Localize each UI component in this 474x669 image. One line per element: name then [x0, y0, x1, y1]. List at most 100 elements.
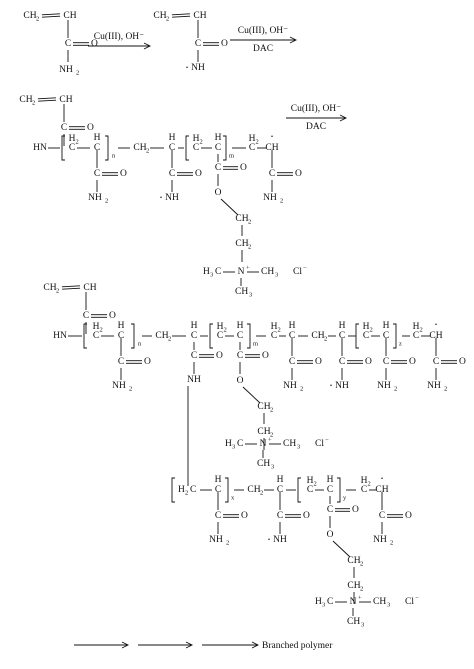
atom-label-123: O: [295, 169, 302, 179]
atom-label-209: Cl: [315, 439, 324, 449]
bond-line-131: [62, 287, 81, 290]
subscript-292: 2: [260, 489, 263, 496]
arrow-head-358: [121, 641, 130, 649]
atom-label-207: CH: [257, 459, 270, 469]
atom-label-143: H: [93, 322, 100, 332]
subscript-228: 2: [324, 335, 327, 342]
atom-label-247: H: [383, 321, 390, 331]
repeat-bracket-142: [83, 323, 87, 349]
atom-label-338: CH: [347, 617, 360, 627]
atom-label-145: C: [93, 331, 99, 341]
atom-label-34: CH: [59, 95, 72, 105]
atom-label-11: NH: [59, 65, 73, 75]
atom-label-41: HN: [33, 143, 47, 153]
atom-label-4: CH: [63, 11, 76, 21]
subscript-257: 2: [394, 385, 397, 392]
atom-label-340: Cl: [405, 597, 414, 607]
subscript-192: 2: [270, 406, 273, 413]
atom-label-92: CH: [235, 214, 248, 224]
atom-label-302: •: [268, 536, 270, 543]
repeat-bracket-181: [247, 323, 251, 349]
atom-label-303: NH: [273, 535, 287, 545]
atom-label-271: NH: [427, 381, 441, 391]
atom-label-216: C: [289, 331, 295, 341]
atom-label-335: CH: [373, 597, 386, 607]
atom-label-117: CH: [265, 143, 278, 153]
atom-label-30: CH: [19, 95, 32, 105]
atom-label-53: C: [94, 169, 100, 179]
product-label: Branched polymer: [262, 641, 333, 651]
bond-line-2: [42, 15, 61, 18]
atom-label-242: H: [363, 322, 370, 332]
atom-label-157: NH: [112, 381, 126, 391]
atom-label-294: C: [277, 485, 283, 495]
atom-label-152: C: [118, 357, 124, 367]
atom-label-283: C: [215, 511, 221, 521]
atom-label-135: C: [83, 311, 89, 321]
atom-label-320: O: [327, 530, 334, 540]
atom-label-266: C: [433, 357, 439, 367]
atom-label-64: C: [169, 143, 175, 153]
atom-label-269: O: [459, 357, 466, 367]
atom-label-19: CH: [193, 11, 206, 21]
atom-label-222: O: [315, 357, 322, 367]
subscript-323: 2: [360, 560, 363, 567]
subscript-45: 2: [76, 138, 79, 145]
subscript-307: 2: [314, 480, 317, 487]
subscript-339: 3: [361, 621, 364, 628]
subscript-260: 2: [420, 326, 423, 333]
atom-label-184: C: [237, 351, 243, 361]
atom-label-98: N: [238, 267, 245, 277]
atom-label-187: O: [262, 351, 269, 361]
bond-line-132: [61, 285, 80, 288]
superscript-210: −: [325, 436, 329, 443]
atom-label-230: C: [339, 331, 345, 341]
bond-line-32: [38, 99, 57, 102]
atom-label-239: NH: [335, 381, 349, 391]
subscript-106: 3: [275, 271, 278, 278]
subscript-31: 2: [32, 99, 35, 106]
atom-label-286: O: [241, 511, 248, 521]
reagent-label-monomer: DAC: [306, 122, 326, 132]
atom-label-217: H: [289, 321, 296, 331]
subscript-77: 2: [200, 138, 203, 145]
atom-label-348: •: [381, 475, 383, 482]
subscript-326: 2: [360, 585, 363, 592]
atom-label-246: C: [383, 331, 389, 341]
subscript-331: 3: [322, 601, 325, 608]
atom-label-300: O: [303, 511, 310, 521]
subscript-356: 2: [390, 539, 393, 546]
subscript-289: 2: [226, 539, 229, 546]
atom-label-113: H: [249, 134, 256, 144]
atom-label-140: HN: [53, 331, 67, 341]
atom-label-249: z: [399, 340, 402, 347]
atom-label-129: CH: [43, 283, 56, 293]
atom-label-353: O: [405, 511, 412, 521]
atom-label-315: C: [327, 505, 333, 515]
atom-label-308: C: [307, 485, 313, 495]
atom-label-164: H: [191, 321, 198, 331]
repeat-bracket-75: [185, 135, 189, 161]
atom-label-355: NH: [373, 535, 387, 545]
bond-line-3: [41, 13, 60, 16]
atom-label-88: O: [240, 163, 247, 173]
atom-label-281: x: [231, 494, 235, 501]
atom-label-15: CH: [153, 11, 166, 21]
atom-label-236: O: [365, 357, 372, 367]
atom-label-264: •: [435, 321, 437, 328]
atom-label-179: C: [237, 331, 243, 341]
atom-label-160: CH: [155, 331, 168, 341]
atom-label-325: CH: [347, 581, 360, 591]
repeat-bracket-149: [131, 323, 135, 349]
atom-label-138: O: [109, 311, 116, 321]
bond-line-321: [332, 540, 351, 558]
atom-label-347: CH: [375, 485, 388, 495]
atom-label-90: O: [215, 188, 222, 198]
atom-label-125: NH: [263, 193, 277, 203]
atom-label-9: O: [91, 39, 98, 49]
repeat-bracket-82: [223, 135, 227, 161]
atom-label-306: H: [307, 476, 314, 486]
reagent-label-catalyst: Cu(III), OH⁻: [238, 25, 288, 36]
atom-label-297: C: [277, 511, 283, 521]
